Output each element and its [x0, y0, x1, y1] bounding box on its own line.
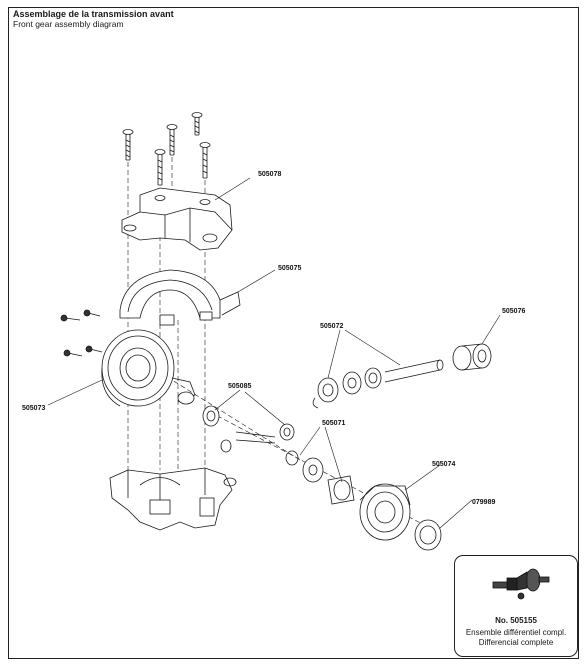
part-label-505078: 505078	[258, 171, 281, 178]
part-label-505074: 505074	[432, 461, 455, 468]
callout-part-number: No. 505155	[495, 616, 537, 625]
screw-top-4	[154, 149, 166, 186]
part-label-505071: 505071	[322, 420, 345, 427]
callout-french-label: Ensemble différentiel compl.	[465, 628, 567, 637]
input-shaft	[312, 359, 444, 409]
lower-bulkhead	[109, 467, 237, 531]
screw-top-1	[122, 129, 134, 161]
part-label-079989: 079989	[472, 499, 495, 506]
part-label-505085: 505085	[228, 383, 251, 390]
side-screws	[60, 309, 103, 357]
diagram-subtitle: Front gear assembly diagram	[13, 19, 124, 29]
diagram-frame	[8, 7, 579, 659]
leader-lines	[47, 177, 501, 529]
part-label-505076: 505076	[502, 308, 525, 315]
part-label-505075: 505075	[278, 265, 301, 272]
bearing-pair	[452, 343, 492, 371]
complete-assembly-callout: No. 505155 Ensemble différentiel compl. …	[454, 555, 578, 657]
upper-bulkhead	[121, 187, 233, 251]
screw-top-2	[166, 124, 178, 156]
screw-top-5	[199, 142, 211, 179]
diagram-title: Assemblage de la transmission avant	[13, 9, 174, 19]
part-label-505073: 505073	[22, 405, 45, 412]
screw-top-3	[191, 112, 203, 136]
part-label-505072: 505072	[320, 323, 343, 330]
gearbox-upper-shell	[119, 269, 241, 326]
diff-gear-set	[285, 450, 355, 505]
ring-gear	[101, 329, 196, 407]
bearing-single	[414, 519, 442, 551]
diff-case	[359, 483, 411, 541]
callout-spanish-label: Differencial complete	[478, 638, 554, 647]
differential-icon	[492, 568, 550, 600]
drive-pin-set	[202, 405, 295, 453]
